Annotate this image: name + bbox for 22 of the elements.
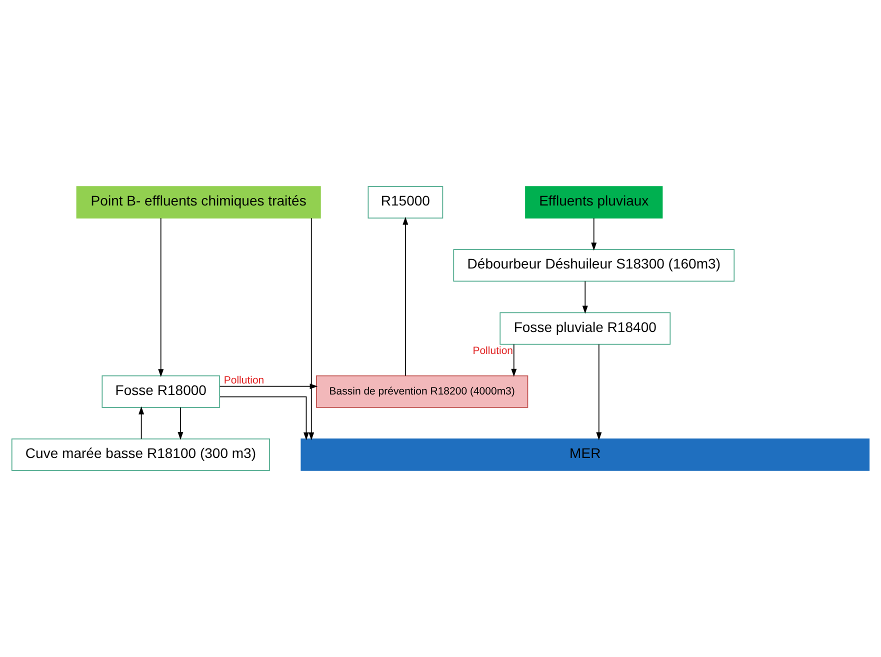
edge-label: Pollution bbox=[224, 374, 264, 386]
node-box: Fosse pluviale R18400 bbox=[500, 312, 671, 345]
arrow bbox=[596, 344, 602, 440]
arrow bbox=[582, 280, 588, 314]
node-box: Cuve marée basse R18100 (300 m3) bbox=[11, 438, 270, 471]
arrow bbox=[138, 406, 144, 440]
arrow bbox=[158, 218, 164, 378]
node-box: MER bbox=[300, 438, 870, 471]
arrow bbox=[220, 396, 310, 440]
node-box: R15000 bbox=[368, 186, 444, 218]
node-box: Point B- effluents chimiques traités bbox=[76, 186, 321, 218]
arrow bbox=[178, 407, 184, 440]
arrow bbox=[591, 218, 597, 251]
node-box: Bassin de prévention R18200 (4000m3) bbox=[316, 375, 528, 408]
arrow bbox=[402, 216, 408, 376]
edge-label: Pollution bbox=[472, 344, 514, 357]
node-box: Fosse R18000 bbox=[102, 375, 220, 408]
arrow bbox=[219, 384, 318, 390]
arrow bbox=[308, 218, 314, 440]
node-box: Effluents pluviaux bbox=[525, 186, 663, 218]
node-box: Débourbeur Déshuileur S18300 (160m3) bbox=[453, 249, 735, 282]
arrow bbox=[511, 344, 517, 377]
